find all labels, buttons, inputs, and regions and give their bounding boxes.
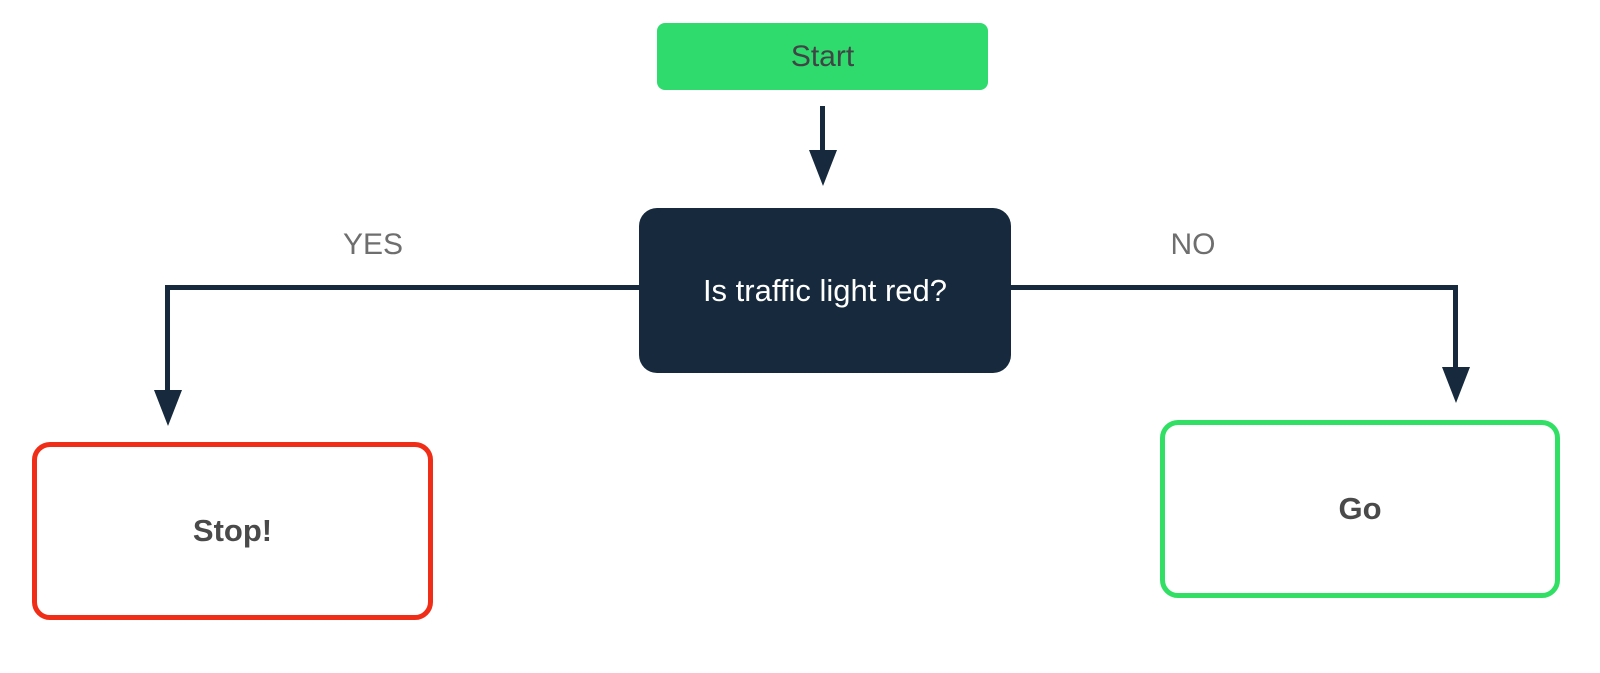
no-connector-vertical-line bbox=[1453, 285, 1458, 367]
arrow-down-icon bbox=[1442, 367, 1470, 403]
start-to-decision-connector-line bbox=[820, 106, 825, 152]
node-start: Start bbox=[657, 23, 988, 90]
node-stop: Stop! bbox=[32, 442, 433, 620]
node-decision: Is traffic light red? bbox=[639, 208, 1011, 373]
edge-label-yes: YES bbox=[342, 228, 404, 261]
yes-connector-vertical-line bbox=[165, 285, 170, 390]
node-go: Go bbox=[1160, 420, 1560, 598]
yes-connector-horizontal-line bbox=[165, 285, 639, 290]
no-connector-horizontal-line bbox=[1011, 285, 1458, 290]
edge-label-no: NO bbox=[1170, 228, 1216, 261]
arrow-down-icon bbox=[154, 390, 182, 426]
arrow-down-icon bbox=[809, 150, 837, 186]
